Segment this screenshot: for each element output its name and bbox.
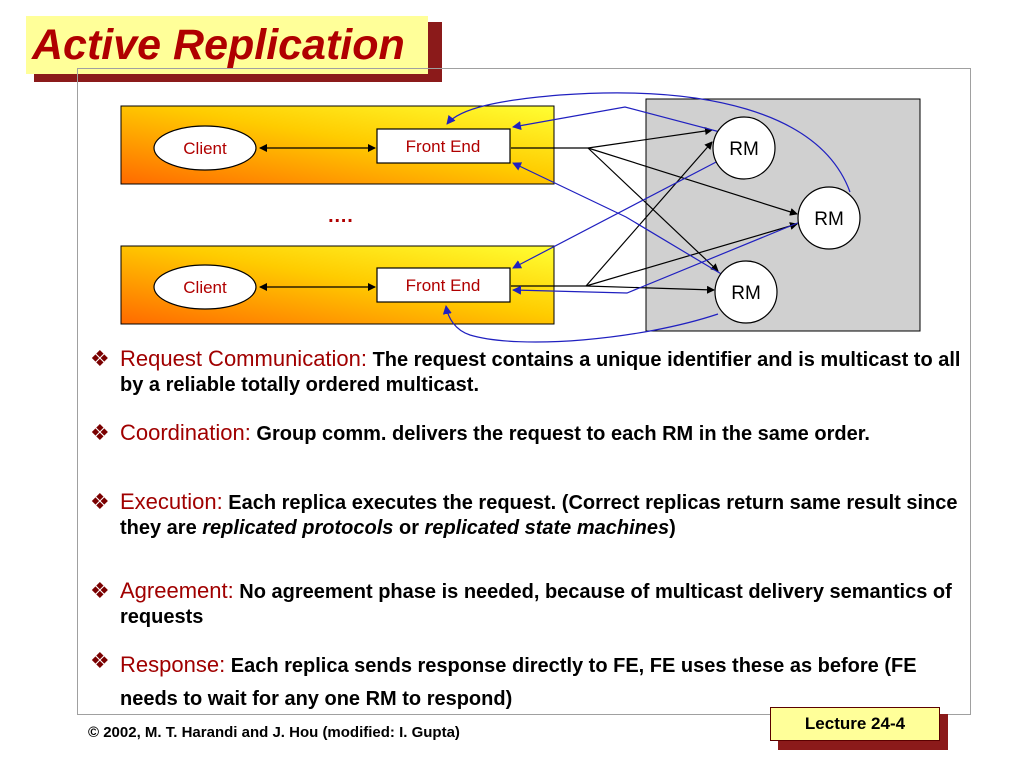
front-end-label-2: Front End bbox=[406, 276, 481, 295]
bullet-text: Group comm. delivers the request to each… bbox=[250, 423, 870, 445]
bullet-diamond-icon: ❖ bbox=[90, 420, 110, 445]
bullet-request-communication: ❖ Request Communication: The request con… bbox=[90, 346, 965, 398]
rm-group-area bbox=[645, 98, 921, 332]
content-frame bbox=[77, 68, 971, 715]
bullet-heading: Agreement: bbox=[120, 578, 234, 603]
bullet-diamond-icon: ❖ bbox=[90, 578, 110, 603]
client-label-1: Client bbox=[183, 139, 227, 158]
bullet-text: Each replica sends response directly to … bbox=[120, 655, 917, 710]
bullet-diamond-icon: ❖ bbox=[90, 648, 110, 673]
bullet-execution: ❖ Execution: Each replica executes the r… bbox=[90, 489, 965, 541]
bullet-heading: Request Communication: bbox=[120, 346, 368, 371]
bullet-heading: Execution: bbox=[120, 489, 223, 514]
bullet-agreement: ❖ Agreement: No agreement phase is neede… bbox=[90, 578, 965, 630]
bullet-coordination: ❖ Coordination: Group comm. delivers the… bbox=[90, 420, 965, 447]
bullet-diamond-icon: ❖ bbox=[90, 346, 110, 371]
bullet-heading: Response: bbox=[120, 652, 226, 677]
bullet-text: The request contains a unique identifier… bbox=[120, 349, 961, 396]
title-box: Active Replication bbox=[26, 16, 428, 74]
slide-title: Active Replication bbox=[32, 20, 405, 69]
front-end-node-2 bbox=[376, 267, 511, 303]
rm-node-1 bbox=[712, 116, 776, 180]
bullet-text: Each replica executes the request. (Corr… bbox=[120, 492, 958, 539]
rm-label-2: RM bbox=[814, 209, 844, 230]
reply-arrow bbox=[512, 106, 721, 133]
bullet-text: or bbox=[393, 517, 425, 539]
front-end-label-1: Front End bbox=[406, 137, 481, 156]
lecture-badge: Lecture 24-4 bbox=[770, 707, 940, 741]
request-arrow bbox=[587, 147, 798, 216]
bullet-text: ) bbox=[669, 517, 676, 539]
reply-arrow bbox=[512, 221, 801, 295]
client-node-2 bbox=[153, 264, 257, 310]
bullet-emphasis: replicated state machines bbox=[424, 517, 670, 539]
bullet-diamond-icon: ❖ bbox=[90, 489, 110, 514]
reply-arrow bbox=[512, 159, 721, 269]
bullet-heading: Coordination: bbox=[120, 420, 251, 445]
rm-label-3: RM bbox=[731, 283, 761, 304]
rm-label-1: RM bbox=[729, 139, 759, 160]
reply-arrow bbox=[442, 305, 719, 343]
request-arrow bbox=[587, 127, 713, 149]
copyright-footer: © 2002, M. T. Harandi and J. Hou (modifi… bbox=[88, 724, 460, 741]
reply-arrow bbox=[512, 162, 729, 279]
ellipsis-label: …. bbox=[327, 205, 353, 227]
bullet-emphasis: replicated protocols bbox=[202, 517, 394, 539]
request-arrow bbox=[585, 285, 715, 294]
request-arrow bbox=[585, 222, 798, 287]
front-end-node-1 bbox=[376, 128, 511, 164]
bullet-response: ❖ Response: Each replica sends response … bbox=[90, 648, 965, 716]
client-node-1 bbox=[153, 125, 257, 171]
bullet-text: No agreement phase is needed, because of… bbox=[120, 581, 952, 628]
rm-node-3 bbox=[714, 260, 778, 324]
client-label-2: Client bbox=[183, 278, 227, 297]
rm-node-2 bbox=[797, 186, 861, 250]
request-arrow bbox=[585, 141, 713, 287]
reply-arrow bbox=[446, 92, 851, 193]
